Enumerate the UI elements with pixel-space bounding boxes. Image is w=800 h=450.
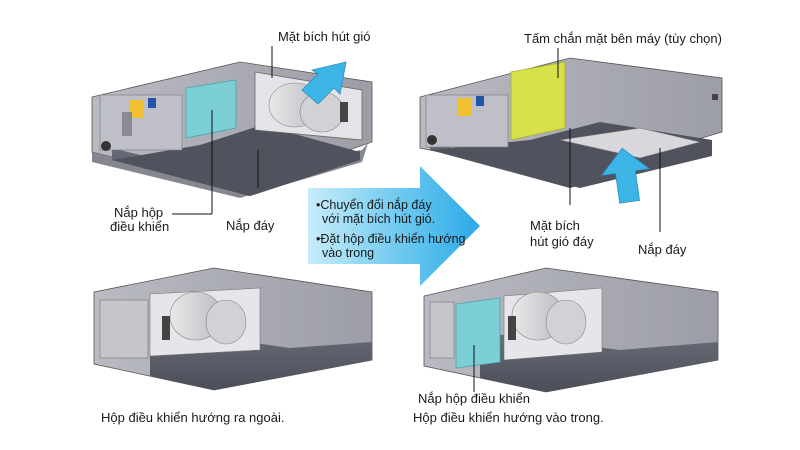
label-bottom-cover-left: Nắp đáy <box>226 218 275 233</box>
label-side-panel-optional: Tấm chắn mặt bên máy (tùy chọn) <box>524 31 722 46</box>
label-bottom-flange-line1: Mặt bích <box>530 218 580 233</box>
caption-control-box-outward: Hộp điều khiển hướng ra ngoài. <box>101 410 285 425</box>
unit-top-left <box>91 61 373 198</box>
control-box-cover <box>455 297 501 369</box>
instruction-line-1: •Chuyển đổi nắp đáy <box>316 198 432 212</box>
instruction-line-2: với mặt bích hút gió. <box>322 212 436 226</box>
conversion-arrow-icon <box>308 166 480 286</box>
control-box-cover <box>185 79 237 139</box>
unit-bottom-left <box>93 267 373 391</box>
leader-lines <box>172 46 661 392</box>
label-control-box-cover-bottom: Nắp hộp điều khiển <box>418 391 531 406</box>
unit-top-right <box>419 57 723 188</box>
caption-control-box-inward: Hộp điều khiển hướng vào trong. <box>413 410 604 425</box>
label-bottom-cover-right: Nắp đáy <box>638 242 687 257</box>
airflow-arrow-icon <box>301 61 347 105</box>
label-control-box-cover-line2: điều khiển <box>110 219 170 234</box>
airflow-up-arrow-icon <box>600 147 651 204</box>
instruction-line-4: vào trong <box>322 246 375 260</box>
side-panel <box>510 61 566 141</box>
unit-bottom-right <box>423 267 719 393</box>
instruction-line-3: •Đặt hộp điều khiển hướng <box>316 232 466 246</box>
label-control-box-cover-line1: Nắp hộp <box>114 205 164 220</box>
label-bottom-flange-line2: hút gió đáy <box>530 234 594 249</box>
label-suction-flange: Mặt bích hút gió <box>278 29 371 44</box>
